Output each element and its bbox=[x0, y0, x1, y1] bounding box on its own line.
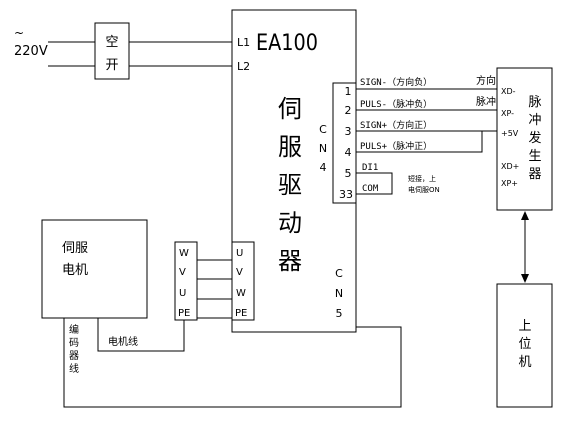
drive-title-char: 伺 bbox=[278, 95, 302, 123]
svg-text:C: C bbox=[335, 267, 343, 280]
signal-label: COM bbox=[362, 184, 379, 194]
signal-label: PULS-（脉冲负） bbox=[360, 98, 432, 110]
signal-label: PULS+（脉冲正） bbox=[360, 140, 432, 152]
drive-terminal-l1: L1 bbox=[237, 36, 250, 49]
port-label: XD+ bbox=[501, 162, 519, 171]
drive-motor-terminals: U V W PE bbox=[235, 248, 247, 319]
arrow-down-icon bbox=[521, 274, 529, 283]
svg-text:U: U bbox=[179, 288, 186, 299]
drive-title-char: 服 bbox=[278, 133, 302, 161]
svg-text:码: 码 bbox=[69, 337, 79, 349]
svg-text:发: 发 bbox=[528, 130, 541, 146]
drive-terminal-l2: L2 bbox=[237, 60, 250, 73]
pulse-generator-ports: XD- XP- +5V XD+ XP+ bbox=[501, 87, 519, 188]
svg-text:3: 3 bbox=[345, 125, 352, 138]
signal-label: SIGN-（方向负） bbox=[360, 76, 432, 88]
host-computer-box bbox=[496, 283, 553, 408]
drive-title-char: 动 bbox=[278, 209, 302, 237]
port-label: +5V bbox=[501, 129, 519, 138]
drive-title-char: 驱 bbox=[278, 171, 302, 199]
svg-text:5: 5 bbox=[336, 307, 343, 320]
breaker-box bbox=[94, 22, 130, 80]
svg-text:V: V bbox=[179, 267, 186, 278]
pulse-wire-label: 脉冲 bbox=[476, 95, 496, 108]
port-label: XP+ bbox=[501, 179, 518, 188]
svg-text:生: 生 bbox=[528, 149, 541, 164]
svg-text:C: C bbox=[319, 123, 327, 136]
cn4-pin-numbers: 1 2 3 4 5 33 bbox=[339, 85, 353, 201]
svg-text:W: W bbox=[236, 288, 246, 299]
enable-note-line1: 短接，上 bbox=[408, 174, 436, 183]
motor-terminals: W V U PE bbox=[178, 248, 190, 319]
pulse-generator-title: 脉 冲 发 生 器 bbox=[528, 95, 541, 182]
motor-label-top: 伺服 bbox=[62, 241, 88, 256]
svg-text:5: 5 bbox=[345, 167, 352, 180]
cn4-pin-block bbox=[332, 82, 357, 204]
svg-text:2: 2 bbox=[345, 104, 352, 117]
wire-puls-plus bbox=[356, 131, 483, 153]
signal-label: SIGN+（方向正） bbox=[360, 119, 432, 131]
motor-terminal-block bbox=[174, 241, 198, 321]
svg-text:器: 器 bbox=[69, 350, 79, 362]
enable-note-line2: 电伺服ON bbox=[408, 185, 440, 194]
svg-text:线: 线 bbox=[69, 362, 79, 375]
svg-text:机: 机 bbox=[518, 355, 531, 370]
arrow-up-icon bbox=[521, 211, 529, 220]
svg-text:N: N bbox=[319, 142, 327, 155]
signal-label: DI1 bbox=[362, 163, 378, 173]
port-label: XP- bbox=[501, 109, 514, 118]
svg-text:W: W bbox=[179, 248, 189, 259]
servo-motor-box bbox=[41, 219, 148, 319]
pulse-generator-box bbox=[496, 67, 553, 211]
encoder-cable bbox=[63, 318, 402, 408]
svg-text:PE: PE bbox=[178, 308, 190, 319]
dir-wire-label: 方向 bbox=[476, 74, 496, 87]
breaker-label-top: 空 bbox=[105, 35, 118, 50]
svg-text:V: V bbox=[236, 267, 243, 278]
svg-text:1: 1 bbox=[345, 85, 352, 98]
svg-text:编: 编 bbox=[69, 323, 79, 336]
cn4-label: C N 4 bbox=[319, 123, 327, 174]
svg-text:33: 33 bbox=[339, 188, 353, 201]
port-label: XD- bbox=[501, 87, 516, 96]
svg-text:PE: PE bbox=[235, 308, 247, 319]
drive-title-vertical: 伺 服 驱 动 器 bbox=[278, 95, 302, 275]
drive-model: EA100 bbox=[256, 31, 318, 56]
voltage-label: 220V bbox=[14, 44, 48, 59]
svg-text:4: 4 bbox=[345, 146, 352, 159]
encoder-cable-label: 编 码 器 线 bbox=[69, 323, 79, 375]
ac-tilde: ~ bbox=[14, 26, 24, 40]
svg-text:U: U bbox=[236, 248, 243, 259]
svg-text:冲: 冲 bbox=[528, 113, 541, 128]
motor-cable-label: 电机线 bbox=[108, 335, 138, 348]
wire-di1-com-jumper bbox=[356, 172, 393, 195]
drive-motor-terminal-block bbox=[231, 241, 255, 321]
svg-text:位: 位 bbox=[518, 337, 531, 352]
svg-text:上: 上 bbox=[518, 319, 531, 334]
host-computer-title: 上 位 机 bbox=[518, 319, 531, 370]
cn4-signal-labels: SIGN-（方向负） PULS-（脉冲负） SIGN+（方向正） PULS+（脉… bbox=[360, 76, 432, 194]
drive-title-char: 器 bbox=[278, 247, 302, 275]
svg-text:N: N bbox=[335, 287, 343, 300]
breaker-label-bottom: 开 bbox=[105, 58, 118, 73]
motor-label-bottom: 电机 bbox=[62, 263, 88, 278]
svg-text:器: 器 bbox=[528, 167, 541, 182]
cn5-label: C N 5 bbox=[335, 267, 343, 320]
motor-cable bbox=[97, 318, 185, 352]
svg-text:4: 4 bbox=[320, 161, 327, 174]
svg-text:脉: 脉 bbox=[528, 95, 541, 110]
